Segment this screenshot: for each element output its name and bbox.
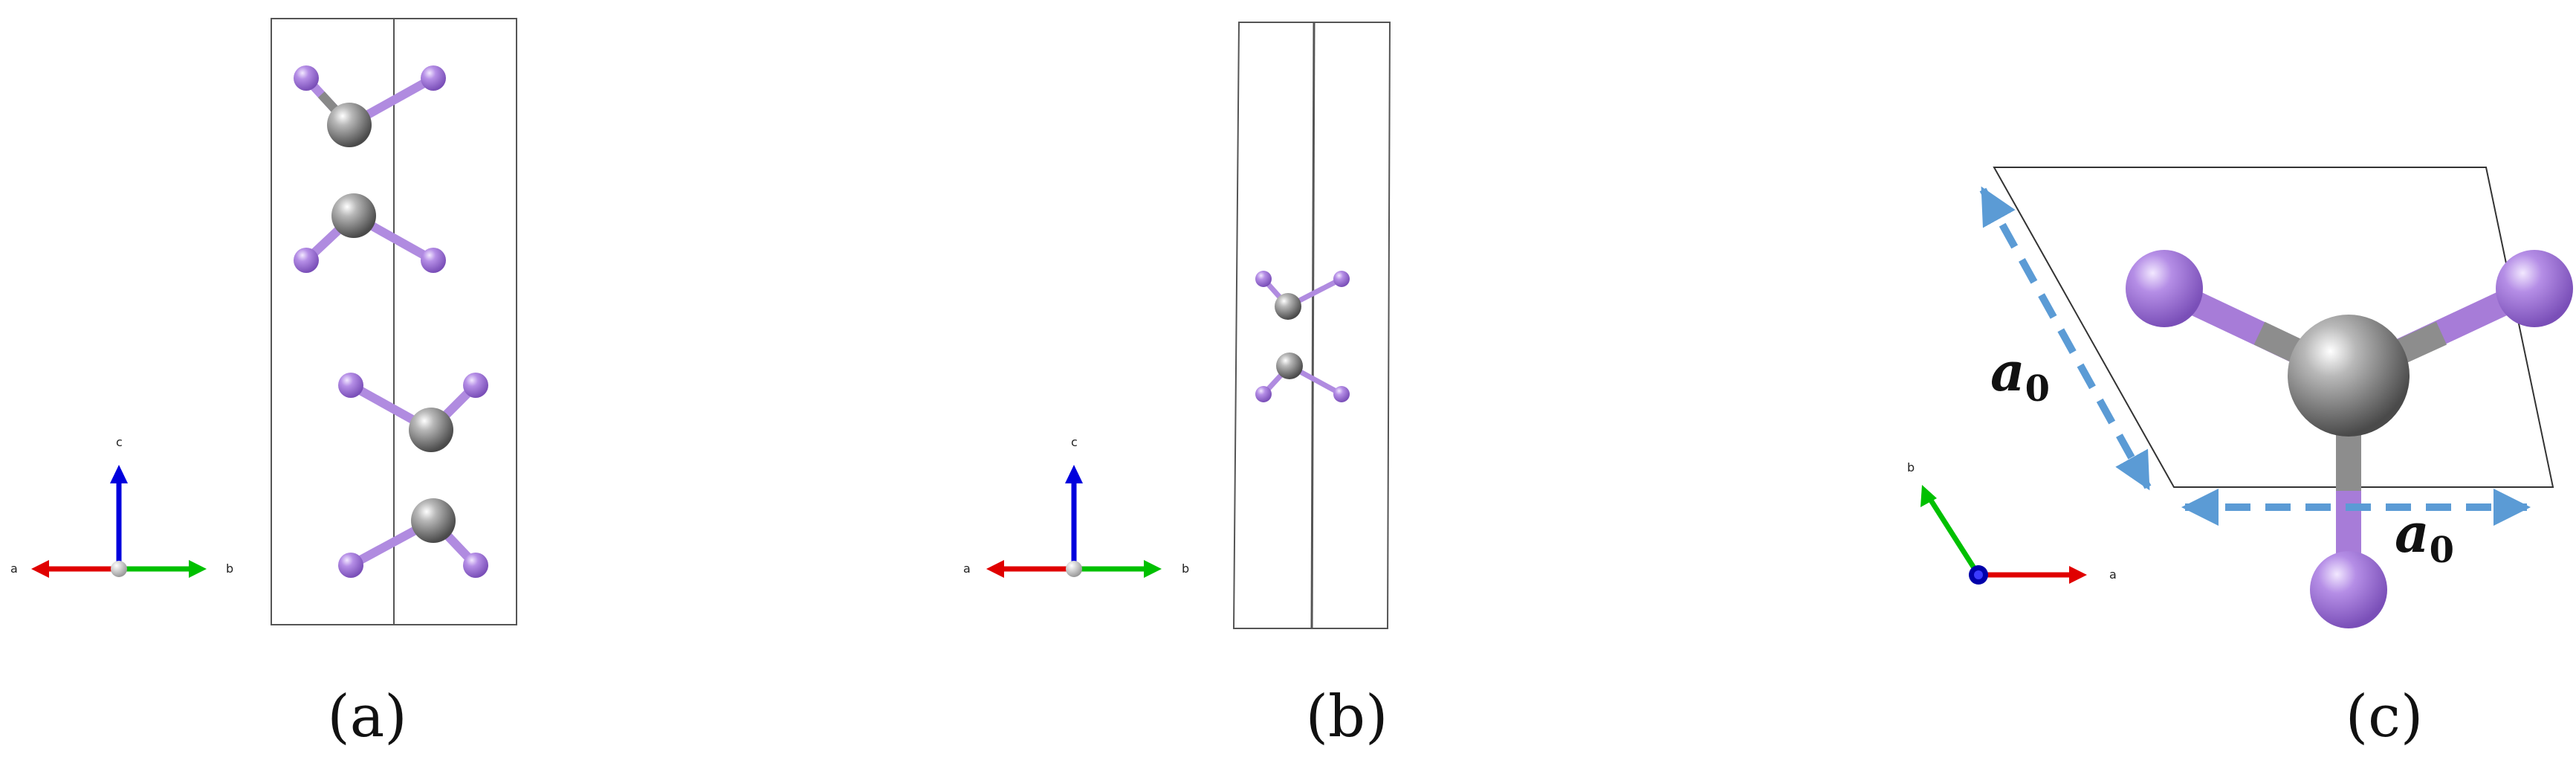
ligand-atom — [294, 248, 319, 273]
panel-b: a b c (b) — [963, 22, 1391, 750]
metal-atom — [331, 193, 376, 238]
ligand-atom — [1255, 271, 1272, 287]
axis-triad-c: b a — [1907, 460, 2117, 585]
unit-cell-box — [1232, 22, 1391, 629]
ligand-atom — [338, 373, 363, 398]
ligand-atom — [421, 248, 446, 273]
axis-label-c: c — [1071, 435, 1078, 449]
axis-label-a: a — [2109, 567, 2117, 582]
ligand-atom — [1255, 386, 1272, 402]
molecule-3 — [338, 373, 488, 452]
panel-caption-c: (c) — [2346, 683, 2424, 750]
metal-atom — [411, 498, 456, 543]
panel-a: a b c (a) — [10, 18, 517, 750]
ligand-atom — [338, 553, 363, 578]
ligand-atom — [1333, 271, 1350, 287]
ligand-atom — [294, 65, 319, 91]
axis-triad-a: a b c — [10, 435, 233, 578]
molecule-2 — [1255, 353, 1350, 402]
unit-cell-box — [271, 18, 517, 625]
molecule-1 — [294, 65, 446, 147]
lattice-label-horizontal: a0 — [2395, 501, 2454, 571]
ligand-atom — [2310, 551, 2387, 628]
axis-label-c: c — [116, 435, 123, 449]
ligand-atom — [421, 65, 446, 91]
metal-atom — [1275, 293, 1301, 320]
panel-caption-b: (b) — [1306, 683, 1388, 750]
metal-atom — [1276, 353, 1303, 379]
axis-triad-b: a b c — [963, 435, 1189, 578]
ligand-atom — [1333, 386, 1350, 402]
ligand-atom — [2496, 250, 2573, 327]
molecule-1 — [1255, 271, 1350, 320]
ligand-atom — [463, 373, 488, 398]
lattice-label-vertical: a0 — [1990, 340, 2050, 410]
metal-atom — [327, 103, 372, 147]
axis-label-b: b — [1907, 460, 1915, 474]
molecule-4 — [338, 498, 488, 578]
axis-label-b: b — [226, 561, 233, 576]
molecule-2 — [294, 193, 446, 273]
panel-c: a0 a0 b a (c) — [1907, 167, 2573, 750]
axis-label-a: a — [10, 561, 18, 576]
metal-atom — [409, 408, 453, 452]
axis-label-b: b — [1182, 561, 1189, 576]
panel-caption-a: (a) — [327, 683, 407, 750]
metal-atom — [2288, 315, 2410, 437]
lattice-arrow-vertical — [1979, 186, 2152, 491]
axis-label-a: a — [963, 561, 971, 576]
ligand-atom — [463, 553, 488, 578]
ligand-atom — [2126, 250, 2203, 327]
